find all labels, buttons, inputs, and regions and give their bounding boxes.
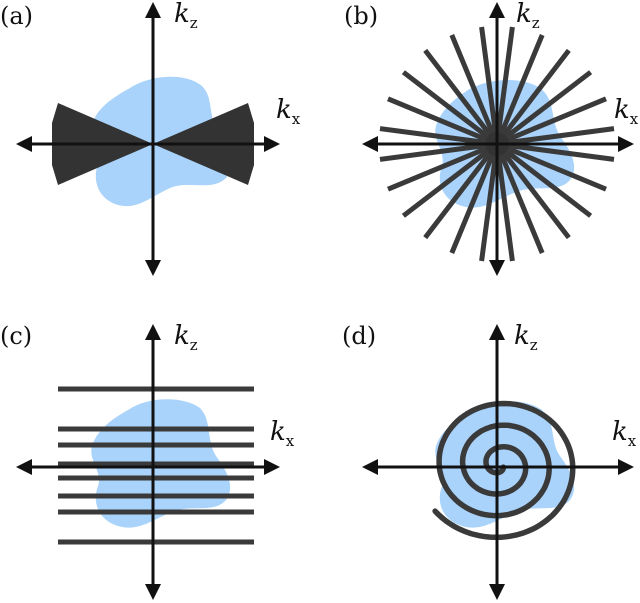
parallel-trajectories [58,386,254,545]
kx-arrow-right [264,136,280,152]
kz-label: kz [516,0,540,32]
panel-d: (d) kz kx [342,321,637,600]
kx-label: kx [614,95,639,128]
kz-label: kz [174,0,198,32]
panel-a: (a) kz kx [0,0,301,276]
spiral-trajectory [432,400,576,541]
kx-arrow-left [362,136,378,152]
kz-arrow-up [489,2,505,18]
kz-arrow-up [489,324,505,340]
panel-b: (b) kz kx [344,0,639,276]
kx-label: kx [270,417,295,450]
panel-label-d: (d) [342,322,376,350]
kz-arrow-up [145,2,161,18]
kx-arrow-right [264,459,280,475]
panel-label-a: (a) [0,2,33,30]
kz-arrow-down [145,584,161,600]
panel-c: (c) kz kx [0,321,295,600]
kz-arrow-down [489,584,505,600]
kx-arrow-right [618,459,634,475]
kx-arrow-left [362,459,378,475]
kx-arrow-right [618,136,634,152]
kx-arrow-left [16,136,32,152]
kz-arrow-down [145,260,161,276]
kz-arrow-down [489,260,505,276]
kx-arrow-left [16,459,32,475]
kz-label: kz [174,321,198,354]
kz-label: kz [514,321,538,354]
panel-label-b: (b) [344,2,378,30]
kz-arrow-up [145,324,161,340]
kx-label: kx [276,95,301,128]
kx-label: kx [612,417,637,450]
panel-label-c: (c) [0,322,32,350]
